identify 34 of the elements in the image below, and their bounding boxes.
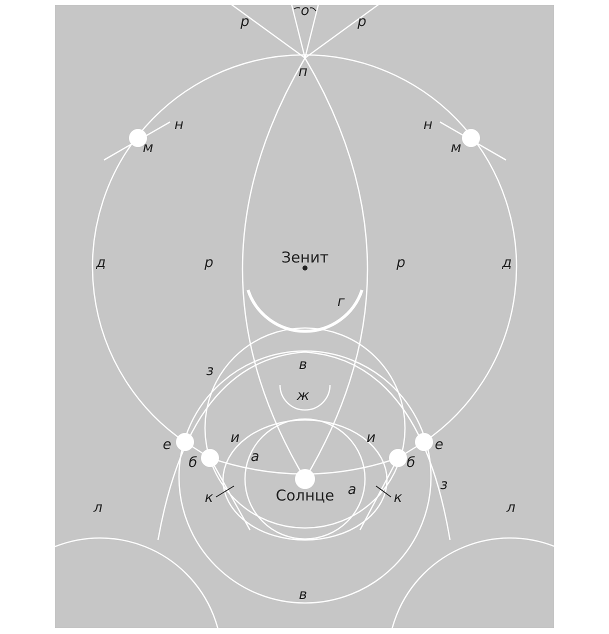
arc-label: к	[204, 491, 214, 505]
arc-label: к	[394, 491, 402, 505]
arc-label: и	[366, 431, 376, 445]
arc-label: р	[396, 256, 406, 270]
arc-label: ж	[296, 389, 310, 403]
arc-label: в	[298, 358, 308, 372]
arc-label: е	[434, 438, 444, 452]
arc-label: м	[142, 141, 154, 155]
arc-label: п	[298, 65, 308, 79]
arc-label: н	[174, 118, 184, 132]
leader-line	[216, 486, 234, 498]
arc-label: з	[440, 478, 448, 492]
arc-label: г	[337, 295, 345, 309]
arc-label: в	[298, 588, 308, 602]
arc-label: л	[94, 501, 102, 515]
arc-label: м	[450, 141, 462, 155]
arc-label: о	[300, 4, 310, 18]
arc-label: б	[188, 456, 198, 470]
leader-line	[376, 486, 392, 498]
arc-label: а	[348, 483, 356, 497]
arc-label: р	[358, 15, 366, 29]
arc-label: а	[250, 450, 260, 464]
arc-label: д	[502, 256, 512, 270]
point-label: Солнце	[276, 488, 334, 504]
arc-label: н	[423, 118, 433, 132]
arc-label: б	[406, 456, 416, 470]
arc-label: е	[162, 438, 172, 452]
arc-label: д	[96, 256, 106, 270]
arc-label: р	[240, 15, 250, 29]
arc-label: и	[230, 431, 240, 445]
arc-label: р	[204, 256, 214, 270]
arc-label: з	[206, 364, 214, 378]
arc-label: л	[506, 501, 516, 515]
point-label: Зенит	[281, 250, 329, 266]
